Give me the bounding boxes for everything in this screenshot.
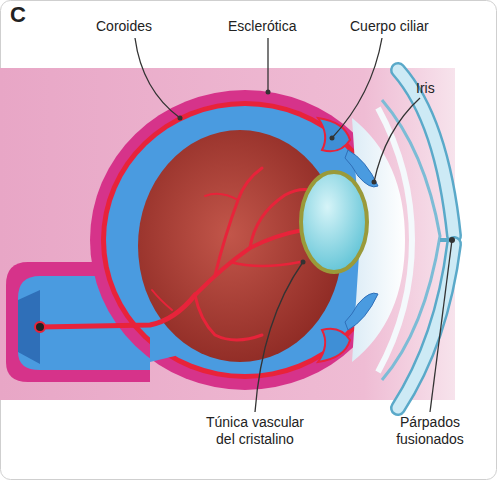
leader-dot bbox=[178, 116, 183, 121]
lower-eyelid-fill bbox=[398, 244, 454, 408]
leader-lines bbox=[135, 38, 452, 412]
cornea bbox=[378, 108, 412, 372]
tissue-background bbox=[0, 68, 455, 400]
leader-line bbox=[267, 38, 268, 92]
leader-dot bbox=[301, 260, 306, 265]
leader-dot bbox=[372, 180, 377, 185]
vessel-branch bbox=[195, 295, 262, 340]
vessel-branch bbox=[195, 230, 303, 295]
leader-line bbox=[430, 240, 452, 412]
optic-artery-dot bbox=[35, 322, 45, 332]
panel-letter: C bbox=[10, 6, 50, 23]
ciliary-body bbox=[318, 329, 350, 362]
leader-dot bbox=[449, 237, 455, 243]
leader-line bbox=[374, 98, 420, 182]
conjunctiva bbox=[382, 100, 440, 380]
iris bbox=[345, 293, 378, 330]
part-label: Párpados fusionados bbox=[382, 414, 478, 448]
leader-line bbox=[135, 38, 180, 118]
leader-line bbox=[332, 38, 382, 138]
vessel-branch bbox=[205, 194, 238, 200]
leader-dot bbox=[330, 136, 335, 141]
lens bbox=[301, 172, 367, 272]
part-label: Esclerótica bbox=[228, 18, 328, 35]
part-label: Túnica vascular del cristalino bbox=[196, 414, 314, 448]
eyelid-fusion bbox=[440, 238, 454, 242]
part-label: Cuerpo ciliar bbox=[350, 18, 470, 35]
part-label: Iris bbox=[416, 80, 466, 97]
retina bbox=[106, 106, 384, 374]
lower-eyelid bbox=[398, 244, 454, 408]
hyaloid-artery bbox=[40, 295, 195, 327]
choroid bbox=[101, 101, 389, 379]
part-label: Coroides bbox=[96, 18, 186, 35]
leader-dot bbox=[266, 90, 271, 95]
vessel-branch bbox=[230, 262, 300, 266]
vessel-branch bbox=[152, 290, 172, 310]
leader-line bbox=[255, 262, 303, 412]
hyaloid-vessels bbox=[40, 168, 310, 340]
vessel-branch bbox=[215, 168, 262, 275]
